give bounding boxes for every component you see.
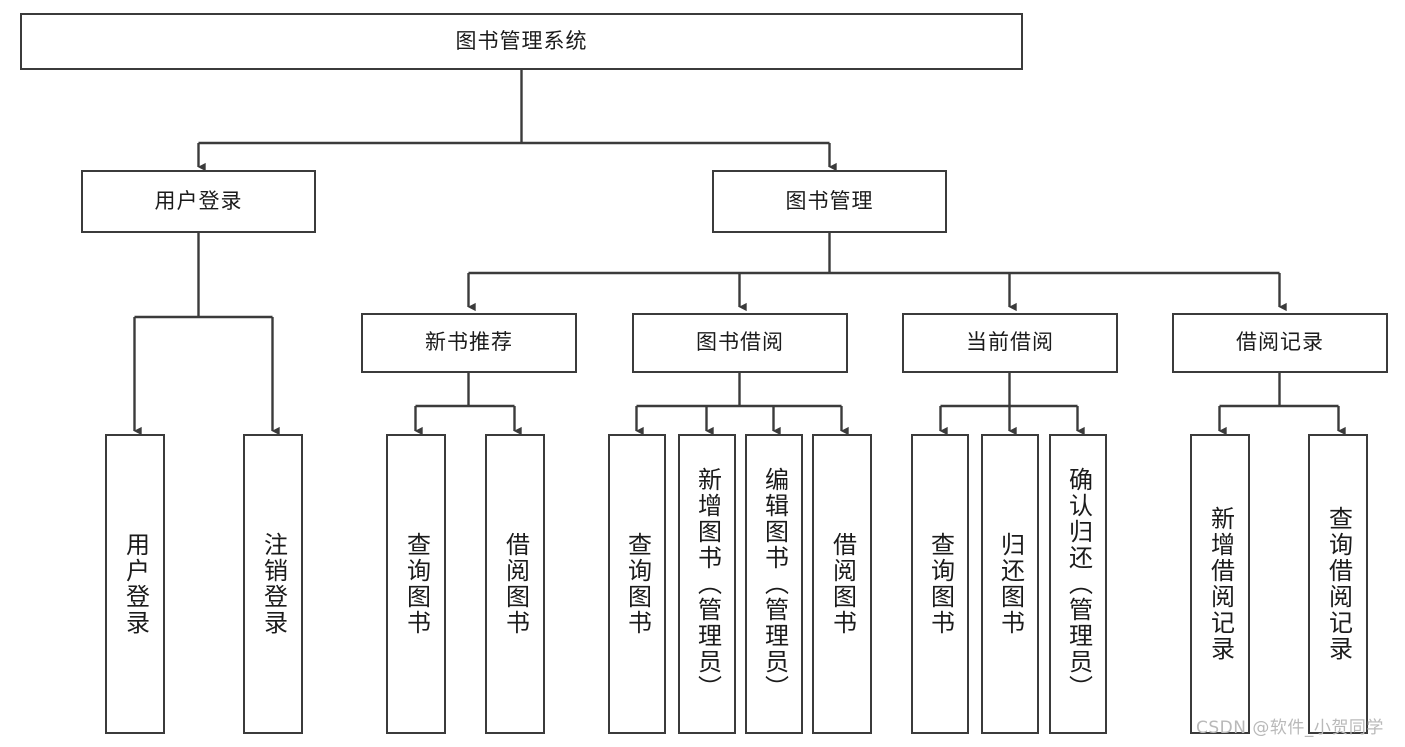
leaf-borrow-record-add[interactable]: 新增借阅记录 — [1190, 434, 1250, 734]
node-label: 查询图书 — [926, 532, 955, 636]
node-label: 当前借阅 — [966, 330, 1054, 355]
leaf-book-borrow-add[interactable]: 新增图书（管理员） — [678, 434, 736, 734]
node-root-book-management-system[interactable]: 图书管理系统 — [20, 13, 1023, 70]
node-label: 确认归还（管理员） — [1064, 467, 1093, 701]
node-label: 借阅图书 — [828, 532, 857, 636]
csdn-watermark: CSDN @软件_小贺同学 — [1196, 718, 1384, 738]
leaf-user-login-login[interactable]: 用户登录 — [105, 434, 165, 734]
node-label: 用户登录 — [154, 188, 243, 213]
leaf-user-login-logout[interactable]: 注销登录 — [243, 434, 303, 734]
leaf-borrow-record-query[interactable]: 查询借阅记录 — [1308, 434, 1368, 734]
leaf-current-borrow-confirm-return[interactable]: 确认归还（管理员） — [1049, 434, 1107, 734]
leaf-book-borrow-borrow[interactable]: 借阅图书 — [812, 434, 872, 734]
leaf-book-borrow-query[interactable]: 查询图书 — [608, 434, 666, 734]
node-label: 借阅记录 — [1236, 330, 1324, 355]
node-borrow-record[interactable]: 借阅记录 — [1172, 313, 1388, 373]
node-label: 图书借阅 — [696, 330, 784, 355]
node-label: 新书推荐 — [425, 330, 513, 355]
node-new-book-recommend[interactable]: 新书推荐 — [361, 313, 577, 373]
node-label: 编辑图书（管理员） — [760, 467, 789, 701]
leaf-new-book-borrow[interactable]: 借阅图书 — [485, 434, 545, 734]
leaf-current-borrow-query[interactable]: 查询图书 — [911, 434, 969, 734]
node-label: 图书管理 — [785, 188, 874, 213]
node-label: 查询图书 — [402, 532, 431, 636]
node-book-management[interactable]: 图书管理 — [712, 170, 947, 233]
node-label: 图书管理系统 — [455, 28, 588, 53]
node-label: 用户登录 — [121, 532, 150, 636]
node-label: 查询图书 — [623, 532, 652, 636]
node-book-borrow[interactable]: 图书借阅 — [632, 313, 848, 373]
leaf-new-book-query[interactable]: 查询图书 — [386, 434, 446, 734]
node-label: 查询借阅记录 — [1324, 506, 1353, 662]
node-label: 借阅图书 — [501, 532, 530, 636]
node-user-login[interactable]: 用户登录 — [81, 170, 316, 233]
node-current-borrow[interactable]: 当前借阅 — [902, 313, 1118, 373]
node-label: 新增借阅记录 — [1206, 506, 1235, 662]
node-label: 新增图书（管理员） — [693, 467, 722, 701]
node-label: 注销登录 — [259, 532, 288, 636]
leaf-current-borrow-return[interactable]: 归还图书 — [981, 434, 1039, 734]
leaf-book-borrow-edit[interactable]: 编辑图书（管理员） — [745, 434, 803, 734]
node-label: 归还图书 — [996, 532, 1025, 636]
